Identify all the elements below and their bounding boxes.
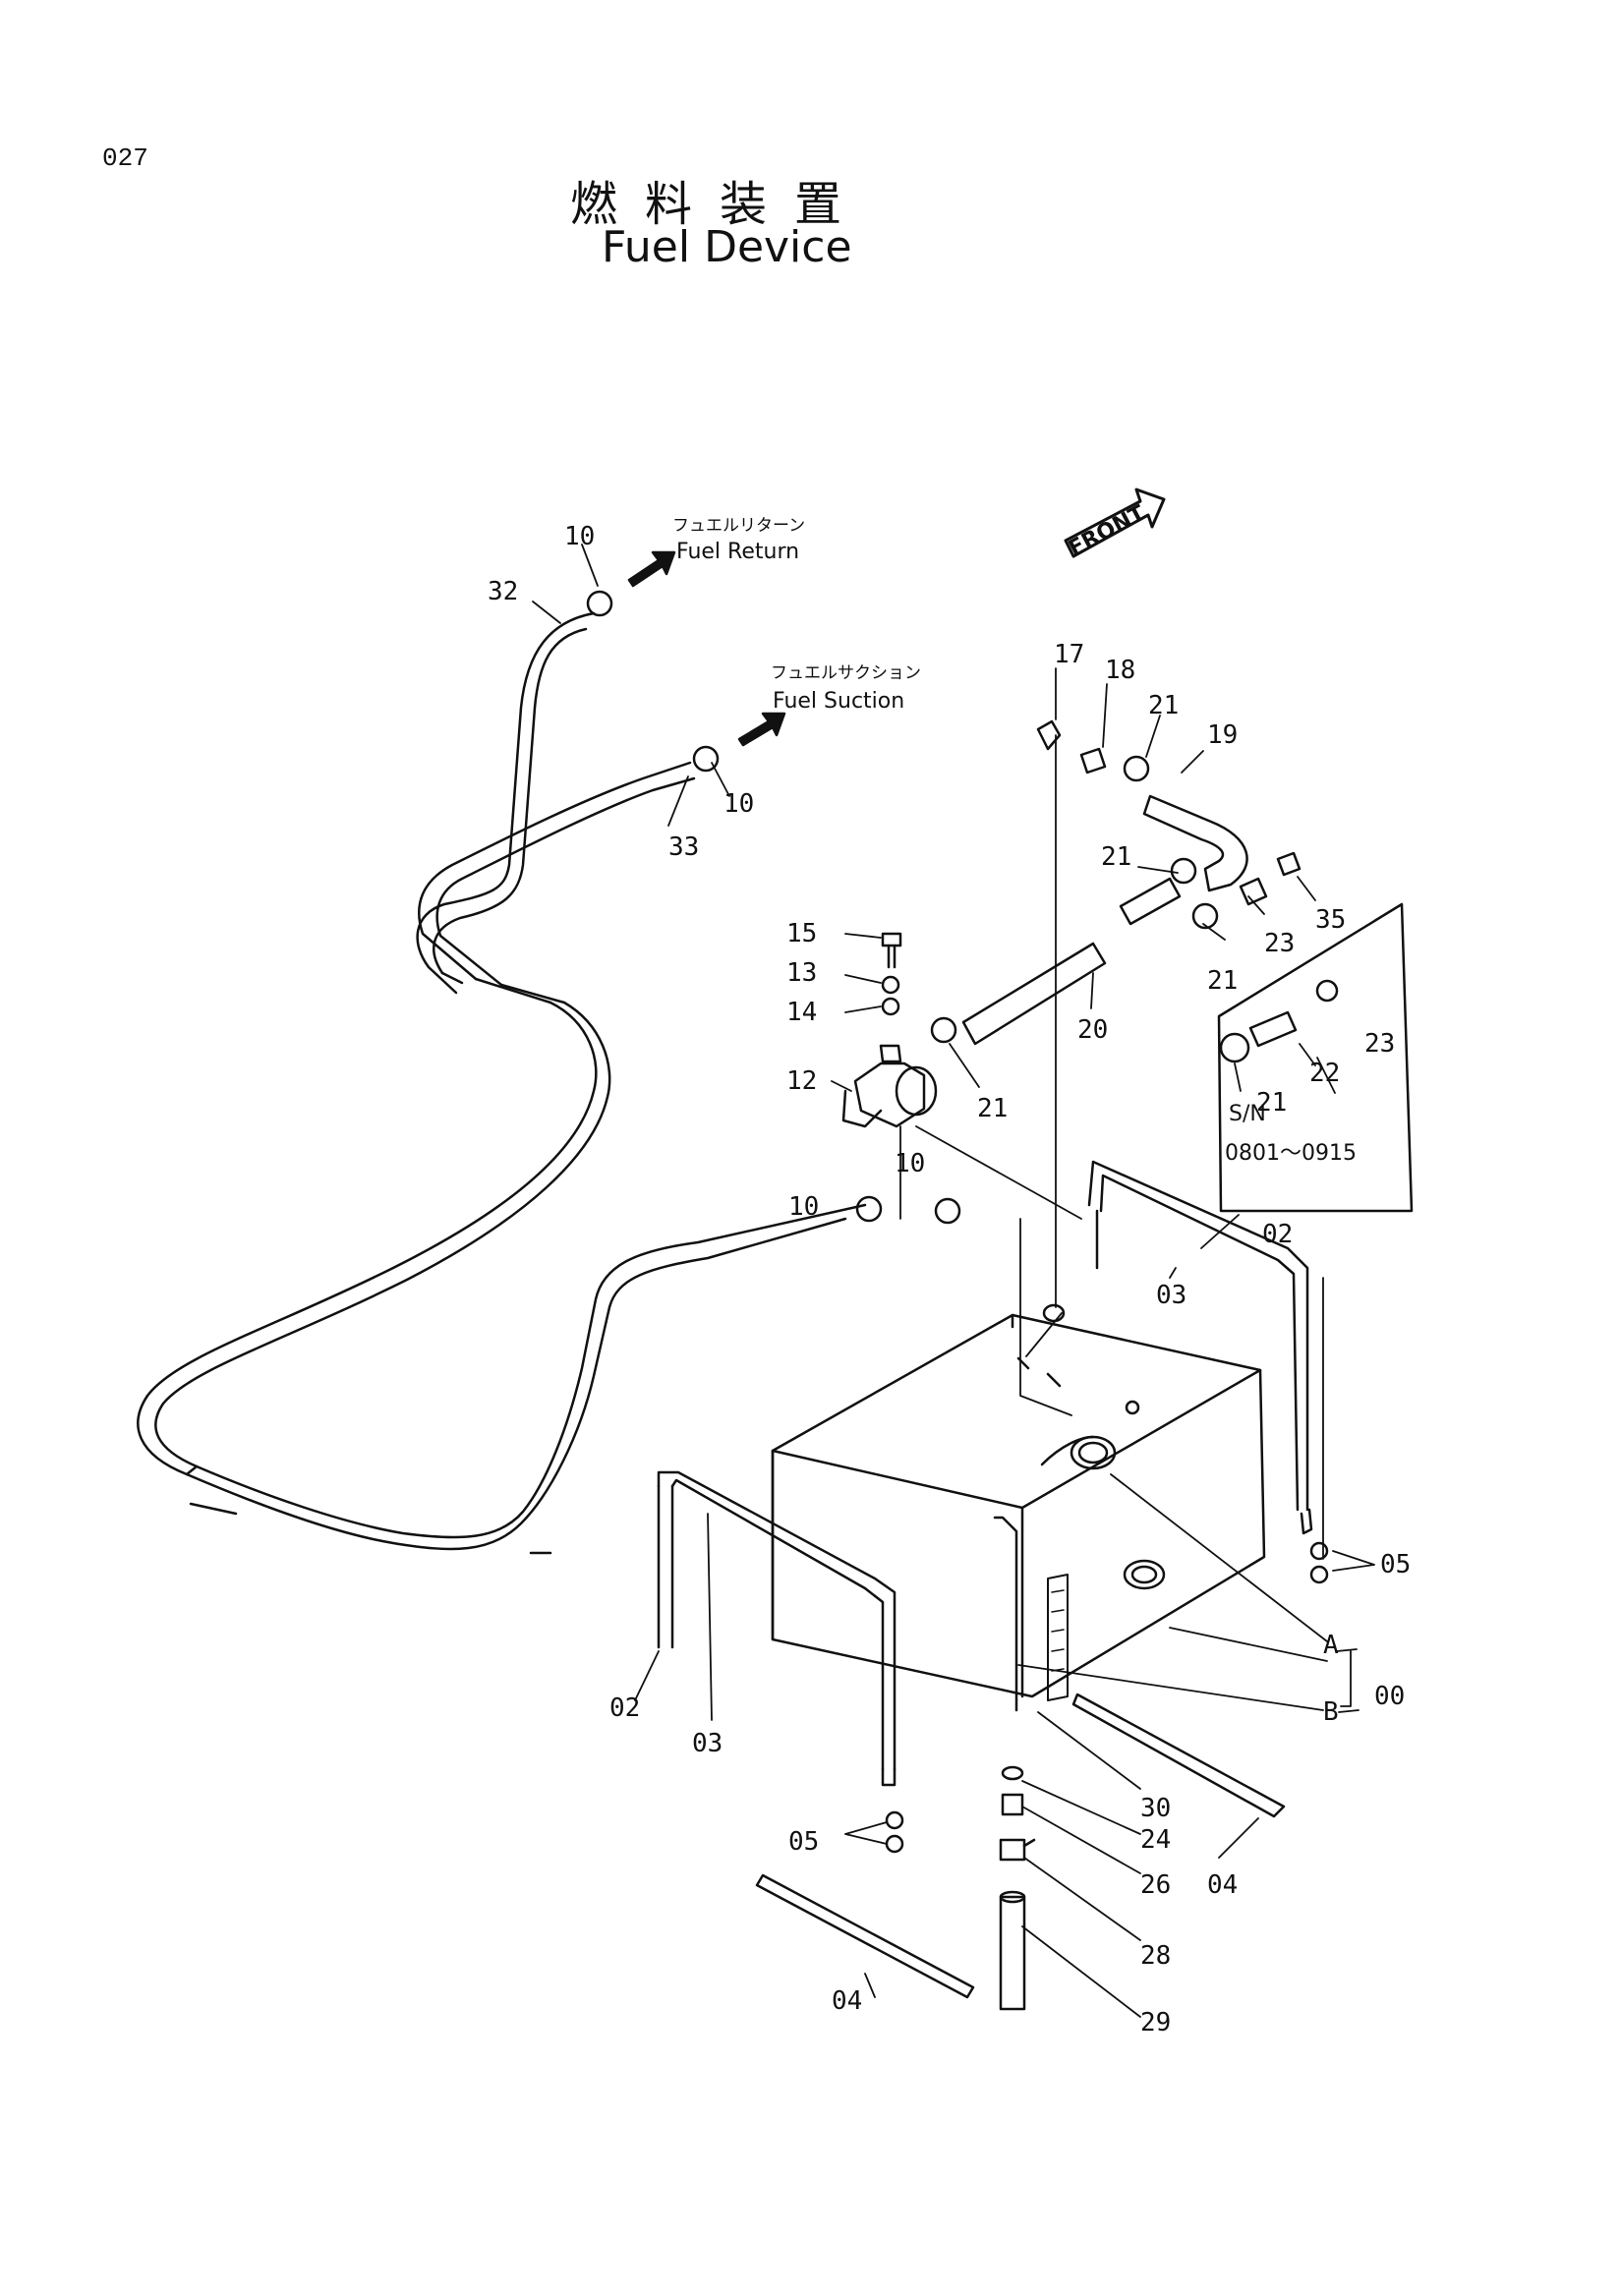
part-label-17: 17 [1054,640,1084,669]
leader-lines [532,544,1375,2018]
hose-20 [961,942,1107,1046]
strap-left [657,1470,1018,1787]
strip-04-right [1071,1693,1286,1818]
part-label-21: 21 [1101,842,1131,872]
part-label-23: 23 [1264,929,1295,958]
part-label-35: 35 [1315,905,1346,935]
washer-14 [881,997,900,1016]
part-label-18: 18 [1105,656,1135,685]
part-label-10: 10 [723,789,754,819]
part-label-10: 10 [895,1149,925,1178]
title-english: Fuel Device [602,222,852,272]
part-label-12: 12 [786,1066,817,1096]
part-label-00: 00 [1374,1682,1405,1711]
serial-inset-box [1217,902,1414,1213]
part-label-10: 10 [564,522,595,551]
part-label-33: 33 [668,832,699,862]
part-number-labels: 10 32 33 10 17 18 21 19 21 23 35 21 15 1… [488,522,1411,2038]
part-label-13: 13 [786,958,817,988]
inset-fittings [1219,979,1339,1063]
serial-range: 0801～0915 [1225,1141,1357,1166]
drain-assembly [999,1765,1036,2011]
part-label-26: 26 [1140,1870,1171,1900]
front-tag: FRONT [1065,501,1149,562]
front-arrow-icon [1064,488,1166,558]
part-label-28: 28 [1140,1941,1171,1971]
part-label-A: A [1323,1631,1339,1660]
elbow-17 [1036,719,1062,751]
suction-arrow-icon [737,712,786,747]
hose-short [1119,877,1182,926]
part-label-20: 20 [1077,1015,1108,1045]
fuel-suction-label: Fuel Suction [773,689,904,714]
part-label-21: 21 [1256,1088,1287,1118]
part-label-30: 30 [1140,1794,1171,1823]
fuel-line-loop [137,977,867,1555]
part-label-04: 04 [832,1986,862,2016]
fuel-return-label: Fuel Return [676,540,799,564]
fuel-return-jp: フュエルリターン [672,516,805,536]
clamps-21 [586,590,1219,1225]
part-label-10: 10 [788,1192,819,1222]
fuel-suction-jp: フュエルサクション [771,663,921,683]
part-label-22: 22 [1309,1059,1340,1088]
part-label-02: 02 [609,1693,640,1723]
return-arrow-icon [627,550,676,588]
part-label-03: 03 [1156,1281,1186,1310]
part-label-05: 05 [1380,1550,1411,1579]
part-label-21: 21 [977,1094,1008,1123]
page-number: 027 [102,144,148,173]
part-label-21: 21 [1148,691,1179,720]
part-label-05: 05 [788,1827,819,1857]
title-japanese: 燃料装置 [570,177,870,232]
connector-18 [1079,747,1107,775]
hose-33 [418,761,696,987]
nuts-05-left [885,1810,904,1854]
washer-13 [881,975,900,995]
serial-label: S/N [1229,1102,1266,1126]
cap-35 [1276,851,1302,877]
part-label-14: 14 [786,998,817,1027]
part-label-24: 24 [1140,1825,1171,1855]
hose-32 [416,611,596,995]
strip-04-left [755,1873,975,1999]
part-label-04: 04 [1207,1870,1238,1900]
part-label-19: 19 [1207,720,1238,750]
part-label-29: 29 [1140,2008,1171,2038]
strap-right [1087,1160,1313,1535]
part-label-21: 21 [1207,966,1238,996]
part-label-B: B [1323,1697,1339,1727]
part-label-03: 03 [692,1729,723,1758]
valve-12 [841,1044,938,1128]
part-label-15: 15 [786,919,817,948]
nuts-05-right [1309,1541,1329,1584]
fuel-tank [771,1303,1266,1701]
part-label-32: 32 [488,577,518,606]
part-label-02: 02 [1262,1220,1293,1249]
part-label-23: 23 [1364,1029,1395,1059]
hose-19 [1142,794,1248,892]
bolt-15 [881,932,902,969]
fitting-23 [1239,877,1268,906]
